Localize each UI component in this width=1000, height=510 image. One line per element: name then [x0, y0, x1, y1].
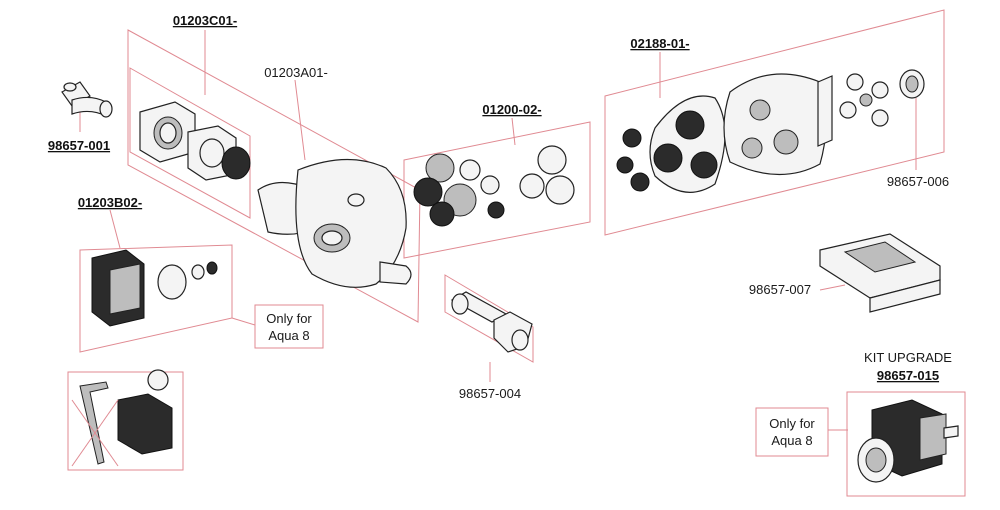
- wobble-plate-image: [839, 73, 889, 127]
- switch-kit-image: [91, 249, 218, 327]
- fitting-98657-004-image: [450, 291, 533, 353]
- valve-kit-image: [413, 145, 575, 227]
- frame-98657-004: [444, 274, 534, 363]
- diaphragm-kit-image: [616, 73, 889, 193]
- frame-01203A01: [127, 29, 421, 323]
- frame-02188-01: [604, 9, 945, 236]
- label-01203B02: 01203B02-: [78, 195, 142, 210]
- frame-kit-upgrade: [846, 391, 966, 497]
- label-98657-001: 98657-001: [48, 138, 110, 153]
- kit-upgrade-pump-image: [857, 399, 959, 483]
- aqua8-note-right: Only for Aqua 8: [755, 407, 829, 457]
- label-98657-006: 98657-006: [887, 174, 949, 189]
- leader-01203A01: [294, 79, 306, 161]
- mounting-base-98657-007-image: [819, 233, 941, 313]
- leader-01203B02: [109, 209, 121, 249]
- bearing-98657-006-image: [899, 69, 925, 99]
- hex-key-image: [71, 369, 173, 467]
- label-98657-015: 98657-015: [877, 368, 939, 383]
- label-kit-upgrade-title: KIT UPGRADE: [864, 350, 952, 365]
- label-01200-02: 01200-02-: [482, 102, 541, 117]
- leader-98657-007: [819, 284, 846, 291]
- leader-aqua8-left: [231, 317, 256, 326]
- aqua8-note-right-line2: Aqua 8: [771, 433, 812, 448]
- aqua8-note-left: Only for Aqua 8: [254, 304, 324, 349]
- label-98657-004: 98657-004: [459, 386, 521, 401]
- inlet-plate-kit-image: [139, 101, 251, 181]
- pump-housing-image: [257, 158, 412, 288]
- label-01203C01: 01203C01-: [173, 13, 237, 28]
- cross-line-2: [71, 399, 119, 467]
- aqua8-note-left-line1: Only for: [266, 311, 312, 326]
- label-98657-007: 98657-007: [749, 282, 811, 297]
- label-02188-01: 02188-01-: [630, 36, 689, 51]
- frame-01203C01: [129, 67, 251, 219]
- aqua8-note-right-line1: Only for: [769, 416, 815, 431]
- label-01203A01: 01203A01-: [264, 65, 328, 80]
- leader-01200-02: [511, 117, 516, 146]
- aqua8-note-left-line2: Aqua 8: [268, 328, 309, 343]
- frame-tool-image: [67, 371, 184, 471]
- fitting-98657-001-image: [61, 81, 113, 118]
